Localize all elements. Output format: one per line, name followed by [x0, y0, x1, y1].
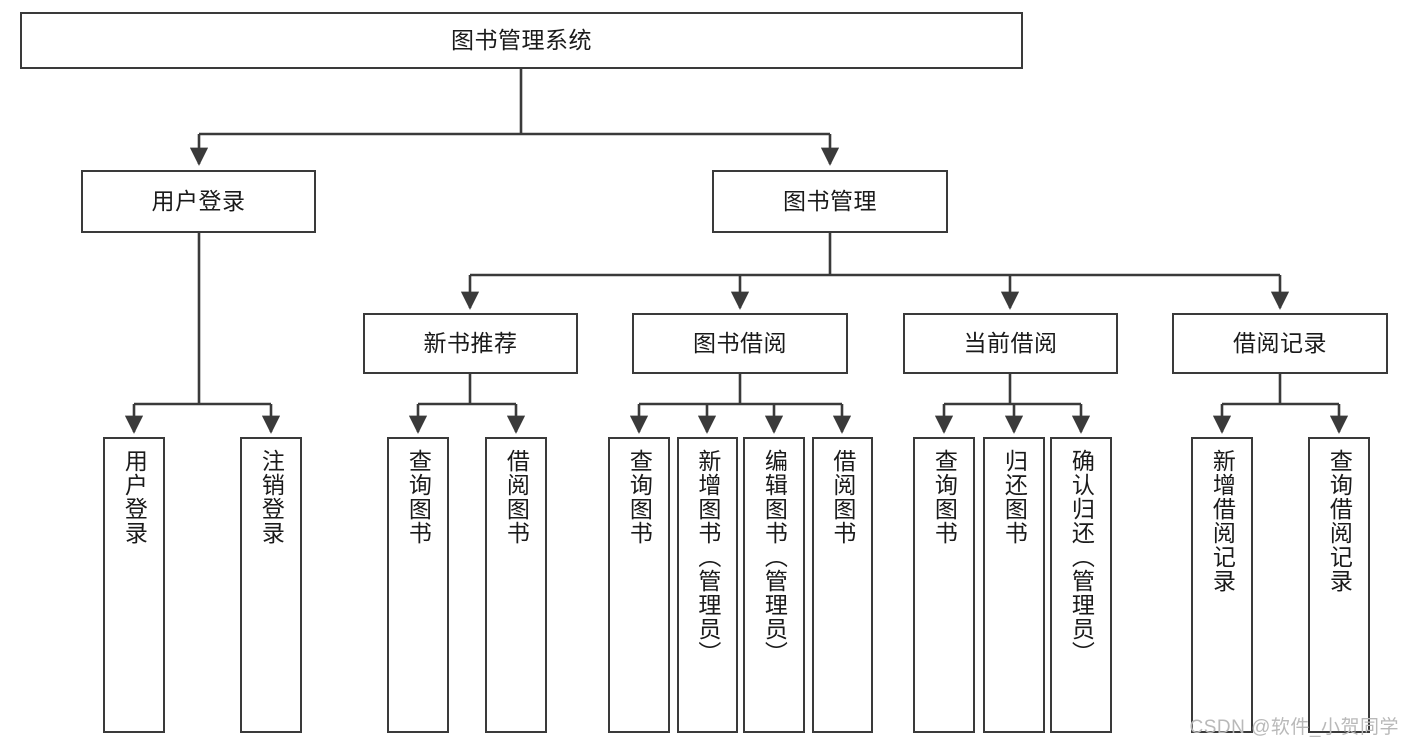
leaf-borrow-book-2-label: 借阅图书 — [829, 449, 856, 545]
leaf-query-record-label: 查询借阅记录 — [1326, 449, 1353, 593]
node-current-borrow-label: 当前借阅 — [963, 330, 1058, 357]
node-book-borrow-label: 图书借阅 — [693, 330, 787, 357]
node-user-login[interactable]: 用户登录 — [81, 170, 316, 233]
node-root-label: 图书管理系统 — [451, 27, 592, 54]
leaf-logout-login-label: 注销登录 — [258, 449, 285, 545]
leaf-confirm-return[interactable]: 确认归还（管理员） — [1050, 437, 1112, 733]
node-borrow-record-label: 借阅记录 — [1233, 330, 1327, 357]
leaf-query-book-2-label: 查询图书 — [626, 449, 653, 545]
leaf-add-book-label: 新增图书（管理员） — [694, 449, 721, 665]
leaf-edit-book[interactable]: 编辑图书（管理员） — [743, 437, 805, 733]
leaf-return-book-label: 归还图书 — [1001, 449, 1028, 545]
leaf-return-book[interactable]: 归还图书 — [983, 437, 1045, 733]
leaf-query-book-3-label: 查询图书 — [931, 449, 958, 545]
leaf-add-record[interactable]: 新增借阅记录 — [1191, 437, 1253, 733]
node-root[interactable]: 图书管理系统 — [20, 12, 1023, 69]
leaf-add-book[interactable]: 新增图书（管理员） — [677, 437, 738, 733]
leaf-query-book-1-label: 查询图书 — [405, 449, 432, 545]
watermark: CSDN @软件_小贺同学 — [1189, 717, 1399, 738]
node-new-book-recommend[interactable]: 新书推荐 — [363, 313, 578, 374]
leaf-user-login-label: 用户登录 — [121, 449, 148, 545]
leaf-add-record-label: 新增借阅记录 — [1209, 449, 1236, 593]
leaf-query-book-1[interactable]: 查询图书 — [387, 437, 449, 733]
leaf-edit-book-label: 编辑图书（管理员） — [761, 449, 788, 665]
leaf-borrow-book-2[interactable]: 借阅图书 — [812, 437, 873, 733]
node-book-manage[interactable]: 图书管理 — [712, 170, 948, 233]
leaf-logout-login[interactable]: 注销登录 — [240, 437, 302, 733]
leaf-query-record[interactable]: 查询借阅记录 — [1308, 437, 1370, 733]
leaf-query-book-3[interactable]: 查询图书 — [913, 437, 975, 733]
node-current-borrow[interactable]: 当前借阅 — [903, 313, 1118, 374]
leaf-query-book-2[interactable]: 查询图书 — [608, 437, 670, 733]
leaf-borrow-book-1-label: 借阅图书 — [503, 449, 530, 545]
node-user-login-label: 用户登录 — [151, 188, 246, 215]
node-book-manage-label: 图书管理 — [783, 188, 877, 215]
leaf-confirm-return-label: 确认归还（管理员） — [1068, 449, 1095, 665]
node-new-book-recommend-label: 新书推荐 — [423, 330, 518, 357]
node-borrow-record[interactable]: 借阅记录 — [1172, 313, 1388, 374]
node-book-borrow[interactable]: 图书借阅 — [632, 313, 848, 374]
leaf-user-login[interactable]: 用户登录 — [103, 437, 165, 733]
leaf-borrow-book-1[interactable]: 借阅图书 — [485, 437, 547, 733]
